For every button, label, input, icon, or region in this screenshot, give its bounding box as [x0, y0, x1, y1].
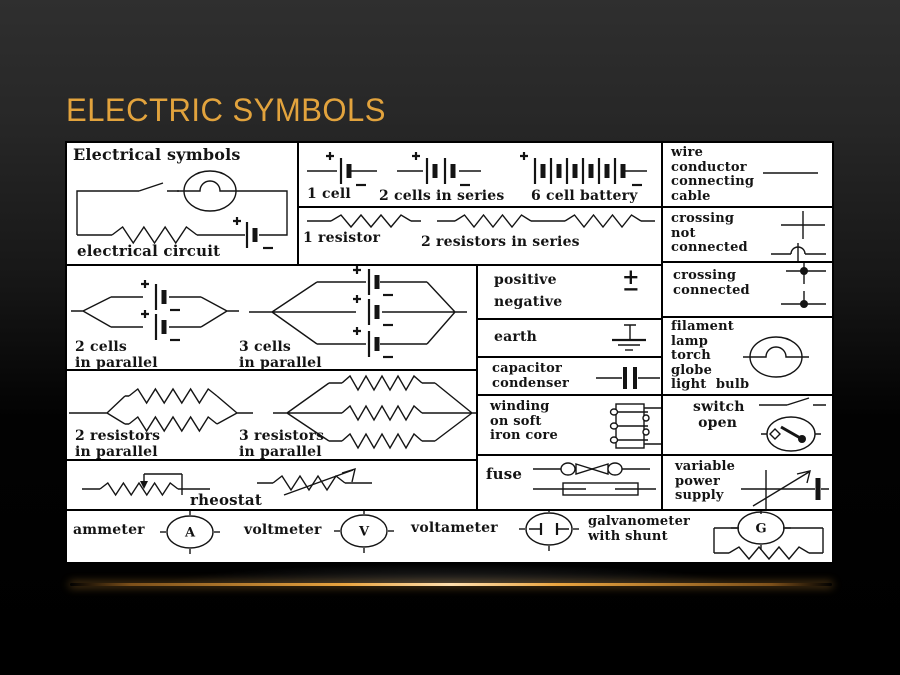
resistor-series-symbols [307, 213, 655, 229]
glow-band [90, 556, 810, 584]
resistor-parallel-diagrams [69, 374, 476, 450]
shunt-resistor-icon [728, 545, 810, 561]
lamp-icon [176, 170, 244, 212]
wire-label: wire conductor connecting cable [671, 145, 755, 204]
switch-open-label: switch open [693, 399, 745, 431]
voltameter-label: voltameter [411, 520, 498, 536]
minus-sign: − [622, 276, 640, 301]
filament-lamp-label: filament lamp torch globe light bulb [671, 319, 750, 393]
wire-symbol [763, 172, 818, 174]
two-cells-parallel-label: 2 cells in parallel [75, 339, 158, 371]
lamp-icon [742, 336, 810, 378]
one-resistor-label: 1 resistor [303, 230, 381, 246]
cell-rheostat: rheostat [66, 460, 477, 510]
electrical-circuit-caption: electrical circuit [77, 242, 221, 260]
cell-battery-parallel: 2 cells in parallel 3 cells in parallel [66, 265, 477, 371]
voltmeter-label: voltmeter [244, 522, 322, 538]
two-resistors-series-label: 2 resistors in series [421, 234, 580, 250]
cell-resistor-parallel: 2 resistors in parallel 3 resistors in p… [66, 370, 477, 460]
open-switch-icon [759, 397, 826, 406]
earth-symbol [612, 324, 646, 351]
one-cell-label: 1 cell [307, 186, 351, 202]
page-title: ELECTRIC SYMBOLS [66, 92, 386, 128]
crossing-connected-symbols [781, 263, 826, 308]
cell-battery-series: 1 cell 2 cells in series 6 cell battery [298, 142, 662, 207]
cell-polarity: positive + negative − [477, 265, 662, 319]
three-cells-parallel-label: 3 cells in parallel [239, 339, 322, 371]
cell-electrical-circuit: Electrical symbols electrical circuit [66, 142, 298, 265]
crossing-not-connected-symbols [771, 211, 826, 261]
symbols-table: Electrical symbols electrical circuit 1 … [66, 142, 833, 563]
ammeter-letter: A [184, 526, 196, 541]
winding-symbol [609, 403, 661, 449]
cell-fuse: fuse [477, 455, 662, 510]
two-cell-icon [427, 158, 435, 184]
rheostat-label: rheostat [190, 491, 262, 509]
voltmeter-letter: V [358, 525, 370, 540]
one-cell-icon [341, 158, 349, 184]
variable-power-label: variable power supply [675, 459, 736, 504]
two-resistors-parallel-label: 2 resistors in parallel [75, 428, 161, 460]
cell-meters-row: A V G ammeter voltmeter voltameter galva… [66, 510, 833, 563]
cell-capacitor: capacitor condenser [477, 357, 662, 395]
cell-crossing-connected: crossing connected [662, 262, 833, 317]
capacitor-label: capacitor condenser [492, 361, 570, 391]
switch-open-symbols [759, 397, 826, 452]
cell-filament-lamp: filament lamp torch globe light bulb [662, 317, 833, 395]
electrical-symbols-heading: Electrical symbols [73, 145, 241, 164]
plus-sign: + [622, 264, 640, 289]
meter-symbols: A V G [159, 511, 824, 561]
cell-crossing-not-connected: crossing not connected [662, 207, 833, 262]
ammeter-label: ammeter [73, 522, 145, 538]
galvanometer-label: galvanometer with shunt [588, 514, 691, 544]
six-cell-battery-label: 6 cell battery [531, 188, 638, 204]
cell-earth: earth [477, 319, 662, 357]
positive-label: positive [494, 272, 557, 288]
cross-icon [781, 211, 825, 239]
two-cells-series-label: 2 cells in series [379, 188, 505, 204]
battery-parallel-diagrams [71, 266, 467, 369]
rheostat-symbols [82, 467, 372, 497]
battery-series-symbols [307, 150, 647, 206]
cell-switch-open: switch open [662, 395, 833, 455]
battery-cell-icon [247, 222, 255, 248]
hop-over-icon [771, 243, 826, 261]
fuse-symbols [533, 462, 656, 496]
glow-line [70, 583, 832, 586]
variable-power-symbol [741, 470, 829, 509]
crossing-connected-label: crossing connected [673, 268, 750, 298]
fuse-label: fuse [486, 465, 523, 483]
earth-label: earth [494, 329, 537, 345]
electrical-circuit-diagram [76, 170, 288, 264]
resistor-icon [330, 213, 412, 229]
negative-label: negative [494, 294, 563, 310]
crossing-not-connected-label: crossing not connected [671, 211, 748, 256]
six-cell-battery-icon [535, 158, 623, 184]
cell-variable-power: variable power supply [662, 455, 833, 510]
winding-label: winding on soft iron core [490, 399, 558, 444]
three-resistors-parallel-label: 3 resistors in parallel [239, 428, 325, 460]
voltameter-icon [518, 511, 580, 552]
cell-wire: wire conductor connecting cable [662, 142, 833, 207]
capacitor-symbol [596, 367, 660, 389]
cell-resistor-series: 1 resistor 2 resistors in series [298, 207, 662, 265]
galvanometer-letter: G [755, 522, 766, 537]
cell-winding: winding on soft iron core [477, 395, 662, 455]
